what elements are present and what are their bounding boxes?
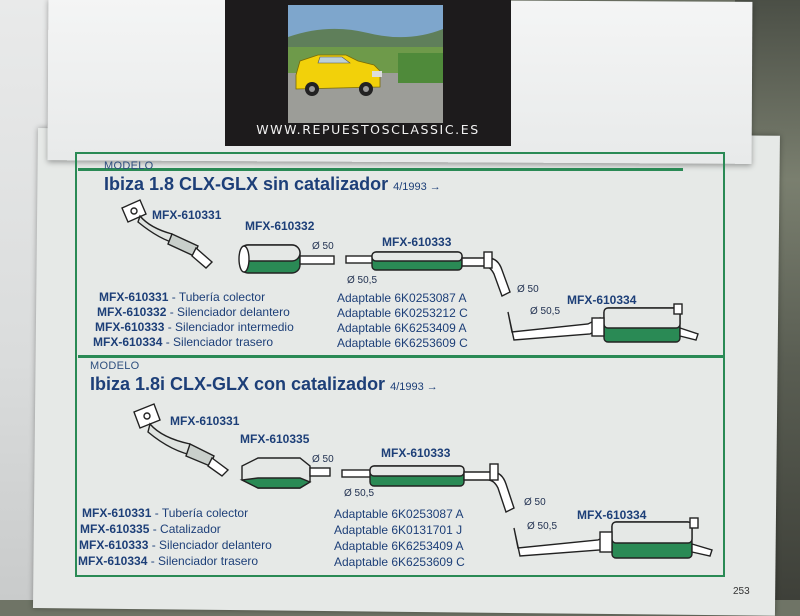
model-title-1-text: Ibiza 1.8 CLX-GLX sin catalizador bbox=[104, 174, 389, 194]
section-divider-middle bbox=[78, 355, 723, 358]
diameter-label-2-a: Ø 50 bbox=[312, 454, 334, 465]
part-row-1-4: MFX-610334 - Silenciador trasero bbox=[93, 335, 274, 349]
part-row-2-4: MFX-610334 - Silenciador trasero bbox=[78, 554, 259, 568]
part-adapt-1-4: Adaptable 6K6253609 C bbox=[337, 336, 468, 350]
part-row-2-3: MFX-610333 - Silenciador delantero bbox=[79, 538, 272, 552]
diameter-label-1-a: Ø 50 bbox=[312, 241, 334, 252]
manifold-pipe-icon-2 bbox=[133, 403, 230, 477]
diameter-label-2-b: Ø 50,5 bbox=[344, 488, 375, 499]
yellow-car-icon bbox=[295, 54, 382, 96]
exhaust-diagrams bbox=[121, 199, 713, 559]
rear-silencer-icon-2 bbox=[513, 517, 713, 559]
diameter-label-1-c: Ø 50 bbox=[517, 284, 539, 295]
business-card: WWW.REPUESTOSCLASSIC.ES bbox=[225, 0, 511, 146]
diameter-label-1-b: Ø 50,5 bbox=[347, 275, 378, 286]
car-photo bbox=[288, 5, 443, 123]
part-row-2-2: MFX-610335 - Catalizador bbox=[80, 522, 221, 536]
part-adapt-2-4: Adaptable 6K6253609 C bbox=[334, 555, 465, 569]
car-photo-image bbox=[288, 5, 443, 123]
manifold-pipe-icon bbox=[121, 199, 214, 269]
model-title-2-text: Ibiza 1.8i CLX-GLX con catalizador bbox=[90, 374, 386, 394]
model-date-1: 4/1993 → bbox=[393, 181, 441, 193]
model-date-2: 4/1993 → bbox=[390, 381, 438, 393]
catalog-frame bbox=[75, 152, 725, 577]
part-adapt-1-2: Adaptable 6K0253212 C bbox=[337, 306, 468, 320]
part-adapt-1-3: Adaptable 6K6253409 A bbox=[337, 321, 467, 335]
front-silencer-icon bbox=[238, 244, 335, 274]
modelo-label-1: MODELO bbox=[104, 160, 154, 172]
page-number: 253 bbox=[733, 586, 750, 597]
part-adapt-2-2: Adaptable 6K0131701 J bbox=[334, 523, 463, 537]
part-adapt-1-1: Adaptable 6K0253087 A bbox=[337, 291, 467, 305]
model-title-1: Ibiza 1.8 CLX-GLX sin catalizador 4/1993… bbox=[104, 174, 441, 195]
intermediate-silencer-icon bbox=[345, 251, 511, 297]
diameter-label-2-d: Ø 50,5 bbox=[527, 521, 558, 532]
part-row-1-3: MFX-610333 - Silenciador intermedio bbox=[95, 320, 294, 334]
part-adapt-2-1: Adaptable 6K0253087 A bbox=[334, 507, 464, 521]
diagram-code-2-c: MFX-610333 bbox=[381, 446, 451, 460]
catalyst-icon bbox=[239, 457, 331, 489]
diagram-code-1-c: MFX-610333 bbox=[382, 235, 452, 249]
section-divider-top bbox=[78, 168, 683, 171]
diagram-code-1-b: MFX-610332 bbox=[245, 219, 315, 233]
website-url: WWW.REPUESTOSCLASSIC.ES bbox=[256, 122, 480, 137]
diagram-code-1-d: MFX-610334 bbox=[567, 293, 637, 307]
diameter-label-2-c: Ø 50 bbox=[524, 497, 546, 508]
exhaust-diagram-1 bbox=[121, 199, 699, 343]
rear-silencer-icon bbox=[507, 303, 699, 343]
exhaust-diagram-2 bbox=[133, 403, 713, 559]
modelo-label-2: MODELO bbox=[90, 360, 140, 372]
part-row-1-2: MFX-610332 - Silenciador delantero bbox=[97, 305, 290, 319]
diagram-code-2-a: MFX-610331 bbox=[170, 414, 240, 428]
model-title-2: Ibiza 1.8i CLX-GLX con catalizador 4/199… bbox=[90, 374, 438, 395]
diagram-code-2-d: MFX-610334 bbox=[577, 508, 647, 522]
intermediate-silencer-icon-2 bbox=[341, 463, 515, 513]
part-row-1-1: MFX-610331 - Tubería colector bbox=[99, 290, 266, 304]
diagram-code-2-b: MFX-610335 bbox=[240, 432, 310, 446]
part-row-2-1: MFX-610331 - Tubería colector bbox=[82, 506, 249, 520]
diagram-code-1-a: MFX-610331 bbox=[152, 208, 222, 222]
diameter-label-1-d: Ø 50,5 bbox=[530, 306, 561, 317]
part-adapt-2-3: Adaptable 6K6253409 A bbox=[334, 539, 464, 553]
